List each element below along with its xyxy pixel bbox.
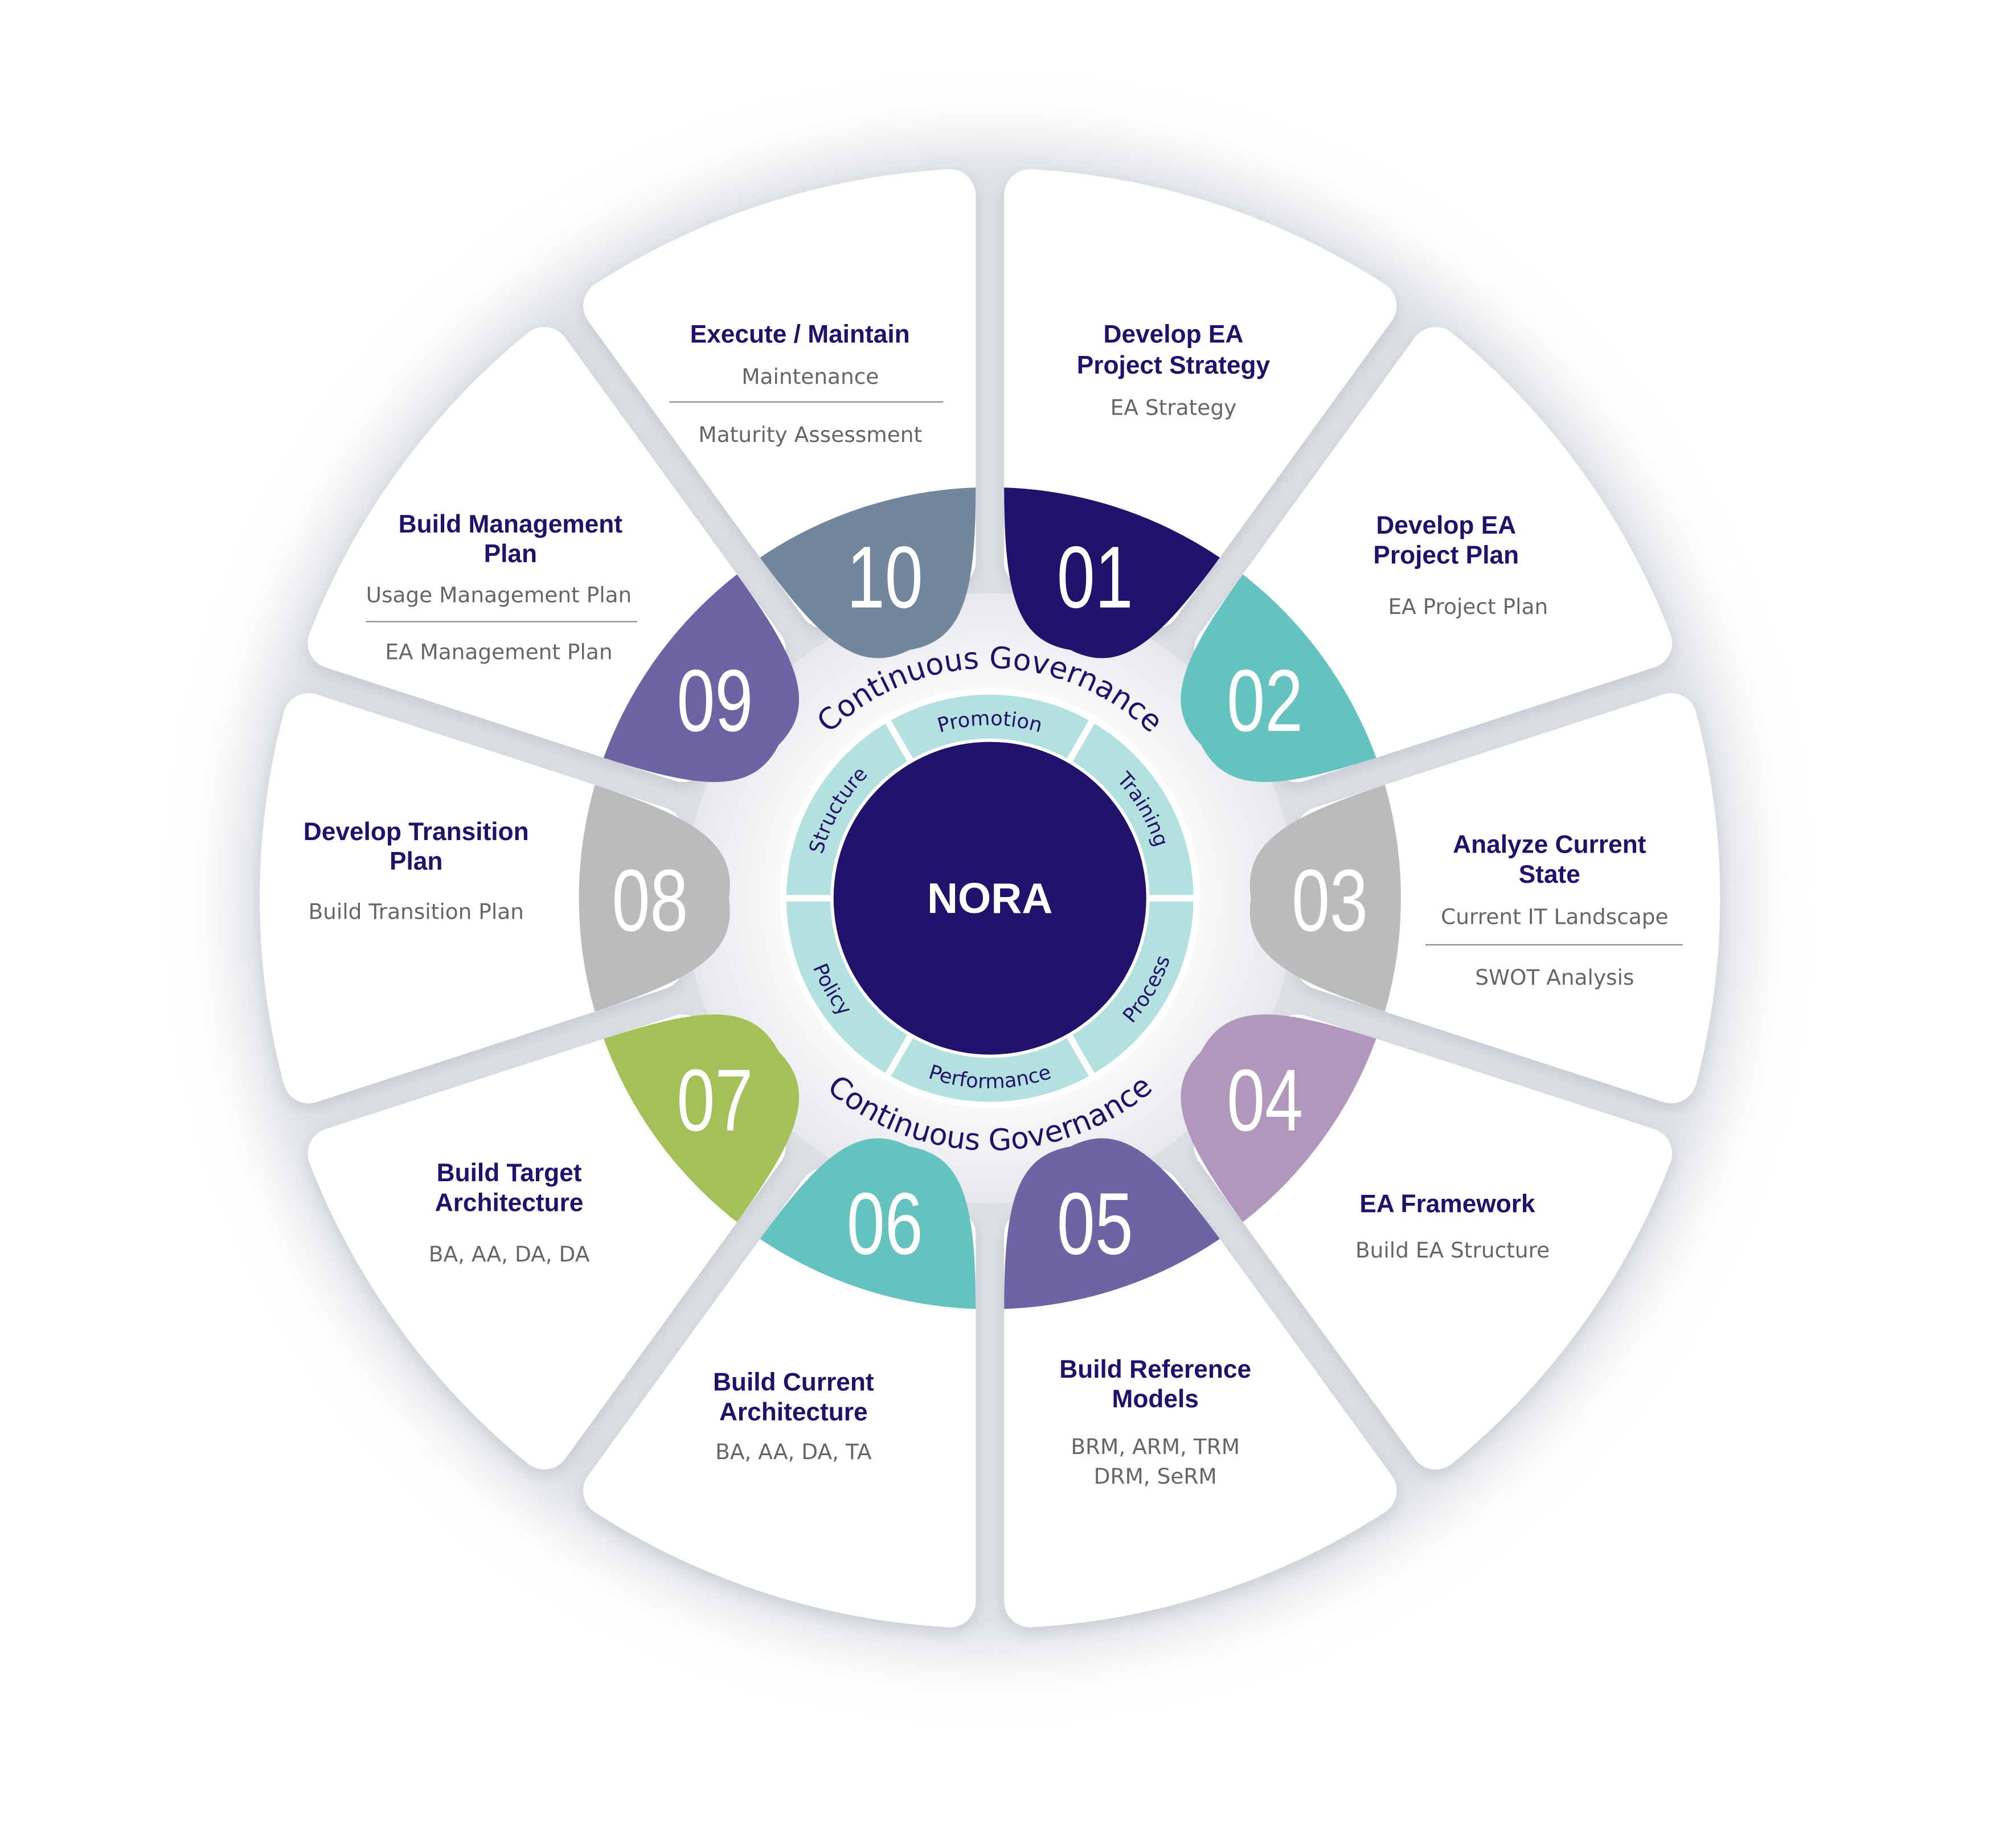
step-drop-01 — [1004, 487, 1220, 658]
step-title: Plan — [390, 847, 442, 875]
step-title: Project Strategy — [1077, 351, 1271, 379]
step-detail: Maintenance — [741, 364, 879, 389]
step-detail: Build EA Structure — [1355, 1238, 1550, 1263]
step-number: 10 — [847, 529, 923, 626]
step-title: Execute / Maintain — [690, 320, 910, 348]
step-title: Plan — [484, 540, 537, 568]
step-number: 09 — [677, 652, 753, 750]
step-drop-03 — [1249, 785, 1401, 1012]
step-title: Models — [1112, 1385, 1198, 1413]
step-detail: BA, AA, DA, TA — [715, 1439, 872, 1464]
step-drop-02 — [1181, 574, 1376, 783]
step-number: 08 — [612, 852, 688, 950]
step-title: EA Framework — [1359, 1190, 1535, 1218]
step-drop-08 — [579, 785, 730, 1012]
step-detail: EA Strategy — [1111, 395, 1237, 420]
step-number: 06 — [847, 1175, 923, 1273]
step-title: Develop EA — [1376, 511, 1516, 539]
step-detail: BA, AA, DA, DA — [429, 1242, 590, 1267]
step-drop-10 — [760, 487, 976, 658]
step-title: Architecture — [719, 1398, 868, 1426]
step-title: Architecture — [435, 1189, 584, 1217]
step-title: Build Reference — [1059, 1355, 1251, 1383]
step-title: Develop EA — [1104, 320, 1244, 348]
step-number: 03 — [1292, 852, 1368, 950]
step-number: 07 — [677, 1052, 753, 1150]
step-detail: EA Project Plan — [1388, 594, 1548, 619]
step-detail: Usage Management Plan — [366, 583, 632, 608]
step-drop-07 — [603, 1014, 800, 1222]
step-text-01: Develop EA Project Strategy EA Strategy — [1077, 320, 1271, 420]
step-detail: DRM, SeRM — [1094, 1464, 1217, 1489]
step-title: Build Target — [437, 1159, 582, 1187]
center-hub: TrainingPromotionStructurePolicyPerforma… — [780, 641, 1200, 1158]
step-title: Project Plan — [1373, 541, 1519, 569]
step-title: Develop Transition — [304, 818, 529, 846]
step-title: Build Management — [399, 510, 623, 538]
step-title: Build Current — [713, 1369, 874, 1396]
step-number: 04 — [1227, 1052, 1303, 1150]
step-drop-04 — [1181, 1014, 1376, 1222]
step-number: 01 — [1057, 529, 1133, 626]
nora-core — [833, 742, 1146, 1055]
step-number: 05 — [1057, 1175, 1133, 1273]
step-drop-09 — [603, 574, 800, 783]
step-title: State — [1519, 861, 1580, 888]
step-drop-06 — [760, 1138, 976, 1309]
step-detail: SWOT Analysis — [1475, 965, 1634, 990]
step-detail: BRM, ARM, TRM — [1071, 1434, 1240, 1459]
step-title: Analyze Current — [1453, 831, 1646, 859]
step-detail: EA Management Plan — [385, 639, 612, 664]
step-number: 02 — [1227, 652, 1303, 750]
step-detail: Build Transition Plan — [308, 899, 523, 924]
step-detail: Maturity Assessment — [698, 422, 922, 447]
step-number-drops: 01 02 03 04 05 06 07 08 09 10 — [579, 487, 1401, 1309]
step-drop-05 — [1004, 1138, 1220, 1309]
step-detail: Current IT Landscape — [1441, 904, 1668, 929]
nora-label: NORA — [927, 874, 1052, 922]
